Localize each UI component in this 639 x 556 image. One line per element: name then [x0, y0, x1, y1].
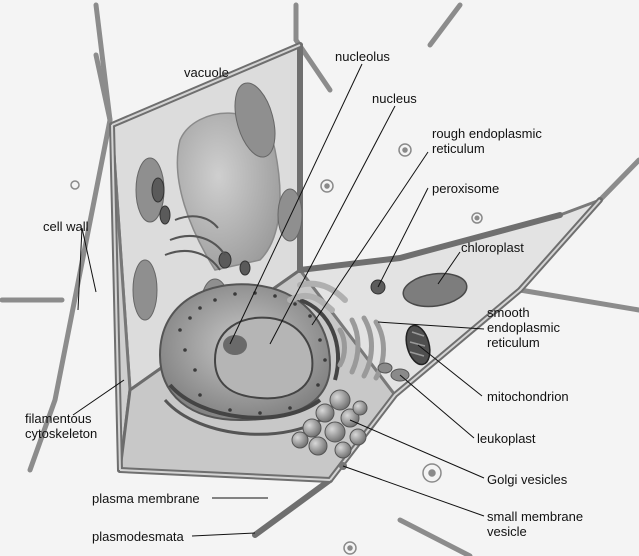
label-mitochondrion: mitochondrion	[487, 389, 569, 404]
label-nucleus: nucleus	[372, 91, 417, 106]
label-plasma-membrane: plasma membrane	[92, 491, 200, 506]
label-smooth-er: smooth endoplasmic reticulum	[487, 305, 560, 350]
leader-golgi-vesicles	[350, 420, 484, 478]
label-plasmodesmata: plasmodesmata	[92, 529, 184, 544]
leader-small-vesicle	[343, 466, 484, 516]
label-leukoplast: leukoplast	[477, 431, 536, 446]
label-chloroplast: chloroplast	[461, 240, 524, 255]
label-nucleolus: nucleolus	[335, 49, 390, 64]
leader-leukoplast	[400, 375, 474, 438]
label-peroxisome: peroxisome	[432, 181, 499, 196]
label-golgi-vesicles: Golgi vesicles	[487, 472, 567, 487]
label-rough-er: rough endoplasmic reticulum	[432, 126, 542, 156]
label-cell-wall: cell wall	[43, 219, 89, 234]
label-filamentous-cytoskeleton: filamentous cytoskeleton	[25, 411, 97, 441]
label-small-membrane-vesicle: small membrane vesicle	[487, 509, 583, 539]
label-vacuole: vacuole	[184, 65, 229, 80]
leader-plasmodesmata	[192, 533, 255, 536]
